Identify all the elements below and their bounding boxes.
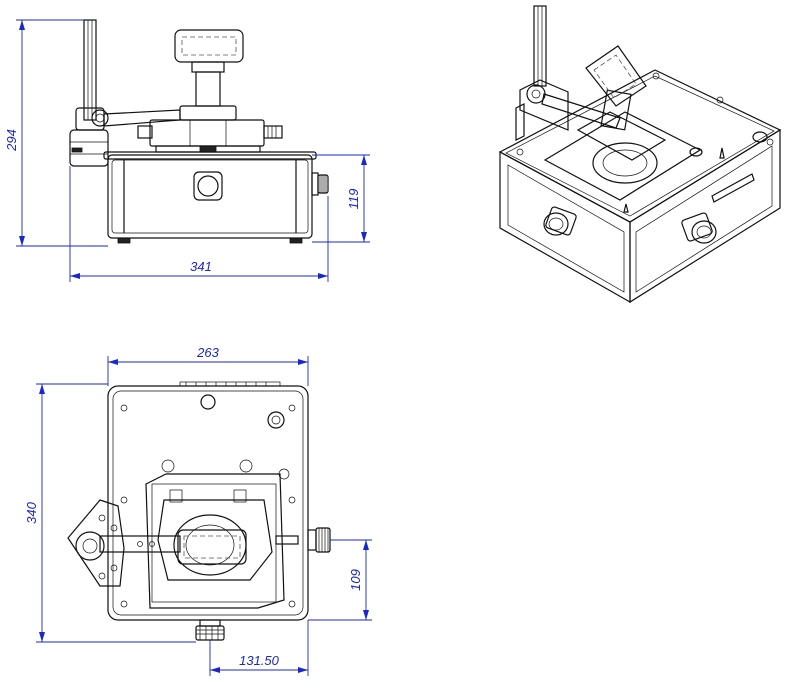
- top-knob-right: [275, 527, 331, 553]
- dim-top-knob-distance: 131.50: [239, 653, 280, 668]
- top-dimensions: 263 340 109 131.50: [24, 345, 372, 676]
- iso-knob-right: [681, 212, 717, 244]
- front-view: [69, 19, 329, 244]
- isometric-view: [498, 5, 782, 304]
- dim-front-base-height: 119: [346, 189, 361, 210]
- front-stage: [137, 119, 283, 153]
- dim-top-depth: 340: [24, 501, 39, 523]
- dim-top-width: 263: [196, 345, 219, 360]
- front-dimensions: 294 341 119: [4, 19, 370, 282]
- dim-top-knob-offset: 109: [348, 569, 363, 591]
- top-camera: [177, 529, 247, 565]
- dim-front-height: 294: [4, 129, 19, 152]
- front-camera: [174, 29, 244, 121]
- top-knob-bottom: [195, 619, 225, 641]
- top-arm-bracket: [67, 499, 181, 587]
- iso-camera: [585, 45, 647, 131]
- iso-knob-left: [543, 206, 577, 236]
- front-post: [69, 19, 109, 167]
- dim-front-width: 341: [190, 259, 212, 274]
- front-knob: [311, 172, 329, 196]
- top-view: [67, 381, 331, 641]
- iso-post: [515, 5, 569, 141]
- front-button: [193, 171, 223, 201]
